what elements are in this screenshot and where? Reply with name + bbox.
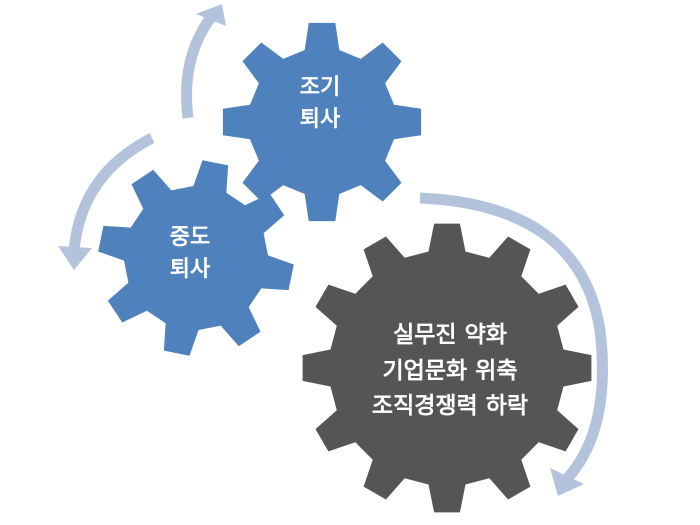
gear-top-line-2: 퇴사 [299,106,341,132]
gear-big-line-1: 실무진 약화 [393,322,507,348]
gear-left-line-1: 중도 [169,225,211,250]
gear-left-shape [98,160,294,356]
gear-left-line-2: 퇴사 [169,256,211,282]
arrow-top-left-head [196,4,226,26]
arrow-left-down [58,133,155,270]
arrow-top-left-body [181,8,220,119]
gear-big-line-2: 기업문화 위축 [382,357,518,384]
gear-top-shape [222,22,422,222]
arrow-right-down-body [419,192,608,484]
arrow-top-left [181,4,226,119]
gear-big-line-3: 조직경쟁력 하락 [371,393,529,420]
gear-top-label: 조기 퇴사 [260,72,380,136]
gears [98,22,592,513]
arrow-right-down [419,192,608,496]
gear-left-label: 중도 퇴사 [130,222,250,286]
gear-big-label: 실무진 약화 기업문화 위축 조직경쟁력 하락 [300,318,600,425]
cycle-arrows [58,4,608,496]
arrow-left-down-head [58,246,92,270]
arrow-left-down-body [68,133,155,253]
gear-top-line-1: 조기 [299,75,341,100]
gear-big-shape [302,223,592,513]
arrow-right-down-head [550,468,584,496]
